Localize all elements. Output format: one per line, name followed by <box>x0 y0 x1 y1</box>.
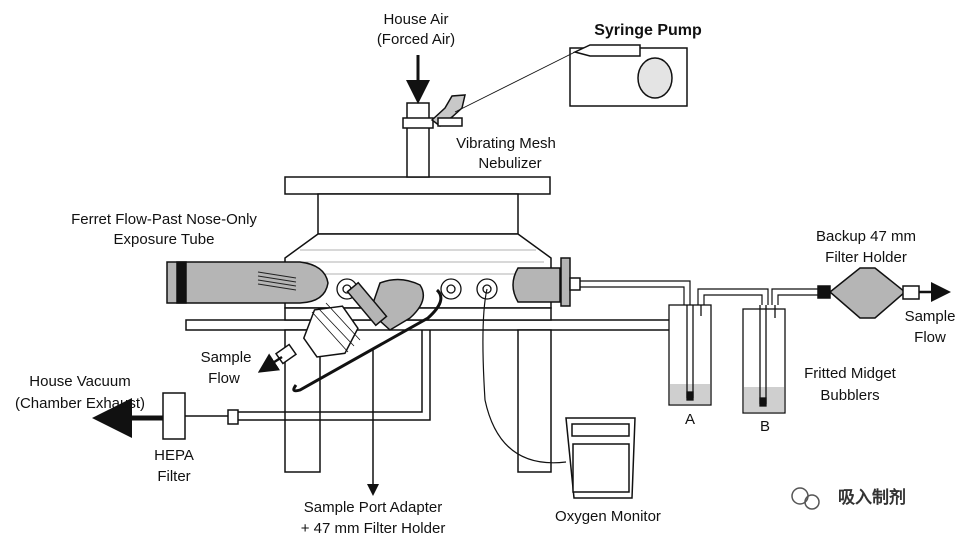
right-port-connector <box>512 257 581 307</box>
oxygen-monitor <box>565 417 636 499</box>
syringe-feed-line <box>454 51 576 113</box>
label-bubbler-b: B <box>760 418 770 435</box>
syringe-icon <box>572 44 641 57</box>
label-sample-flow-left: Sample <box>201 349 252 366</box>
label-sample-port-sub: + 47 mm Filter Holder <box>301 520 446 537</box>
wechat-icon-bubble <box>804 494 820 510</box>
label-hepa: HEPA <box>154 447 194 464</box>
filter-holder-lines <box>311 302 361 353</box>
label-backup-filter-sub: Filter Holder <box>825 249 907 266</box>
label-ferret-tube: Ferret Flow-Past Nose-Only <box>71 211 257 228</box>
port-circle-inner <box>446 284 456 294</box>
sample-flow-left-arrow <box>257 353 283 373</box>
bubbler-b <box>742 305 786 414</box>
label-house-vacuum: House Vacuum <box>29 373 130 390</box>
oxygen-sensor-line <box>482 288 567 464</box>
chamber-support-rail <box>185 319 672 331</box>
label-oxygen-monitor: Oxygen Monitor <box>555 508 661 525</box>
tube-ridges <box>257 271 297 291</box>
label-house-vacuum-sub: (Chamber Exhaust) <box>15 395 145 412</box>
label-sample-flow-right: Sample <box>905 308 956 325</box>
bubbler-a <box>668 304 712 406</box>
sample-port-adapter <box>274 278 425 365</box>
label-sample-port: Sample Port Adapter <box>304 499 442 516</box>
label-bubblers-sub: Bubblers <box>820 387 879 404</box>
bubbler-tubing <box>580 280 830 305</box>
label-nebulizer: Vibrating Mesh <box>456 135 556 152</box>
syringe-pump <box>569 44 688 107</box>
label-house-air-sub: (Forced Air) <box>377 31 455 48</box>
exhaust-fitting <box>227 409 239 425</box>
filter-holder-icon <box>302 305 359 358</box>
label-backup-filter: Backup 47 mm <box>816 228 916 245</box>
watermark-text: 吸入制剂 <box>838 487 906 508</box>
label-hepa-sub: Filter <box>157 468 190 485</box>
tube-cap <box>176 261 187 304</box>
label-house-air: House Air <box>383 11 448 28</box>
label-nebulizer-sub: Nebulizer <box>478 155 541 172</box>
chamber-top-plate <box>284 176 551 195</box>
syringe-pump-dial-icon <box>637 57 673 99</box>
manifold-hatching <box>288 249 548 275</box>
adapter-handle <box>292 288 443 393</box>
hepa-filter <box>162 392 186 440</box>
chamber-right-leg <box>517 329 552 473</box>
label-syringe-pump: Syringe Pump <box>594 22 702 39</box>
label-ferret-tube-sub: Exposure Tube <box>114 231 215 248</box>
backup-filter-holder <box>817 267 920 319</box>
label-bubbler-a: A <box>685 411 695 428</box>
air-inlet-tube <box>402 102 434 178</box>
label-sample-flow-left-sub: Flow <box>208 370 240 387</box>
chamber-upper-body <box>317 193 519 235</box>
exhaust-line <box>238 330 431 421</box>
nebulizer-icon <box>430 94 466 127</box>
ferret-exposure-tube <box>166 261 329 304</box>
label-bubblers: Fritted Midget <box>804 365 897 382</box>
label-sample-flow-right-sub: Flow <box>914 329 946 346</box>
watermark: 吸入制剂 <box>791 487 906 510</box>
